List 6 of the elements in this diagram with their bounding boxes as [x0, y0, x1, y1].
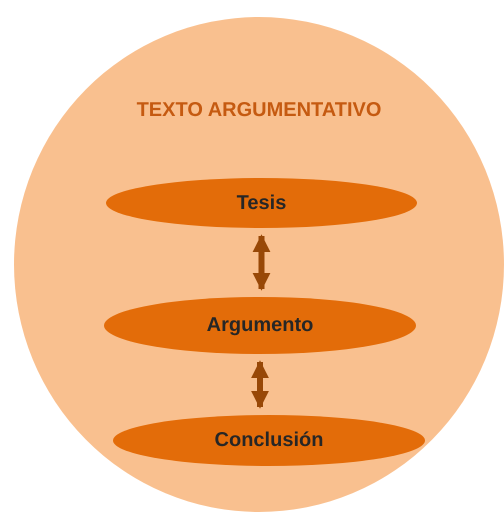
node-label: Argumento	[206, 314, 314, 337]
node-heading: TEXTO ARGUMENTATIVO	[136, 99, 382, 122]
double-arrow	[251, 360, 269, 409]
double-arrow	[252, 234, 270, 291]
node-label: Conclusión	[214, 429, 324, 452]
node-label: Tesis	[236, 192, 286, 214]
